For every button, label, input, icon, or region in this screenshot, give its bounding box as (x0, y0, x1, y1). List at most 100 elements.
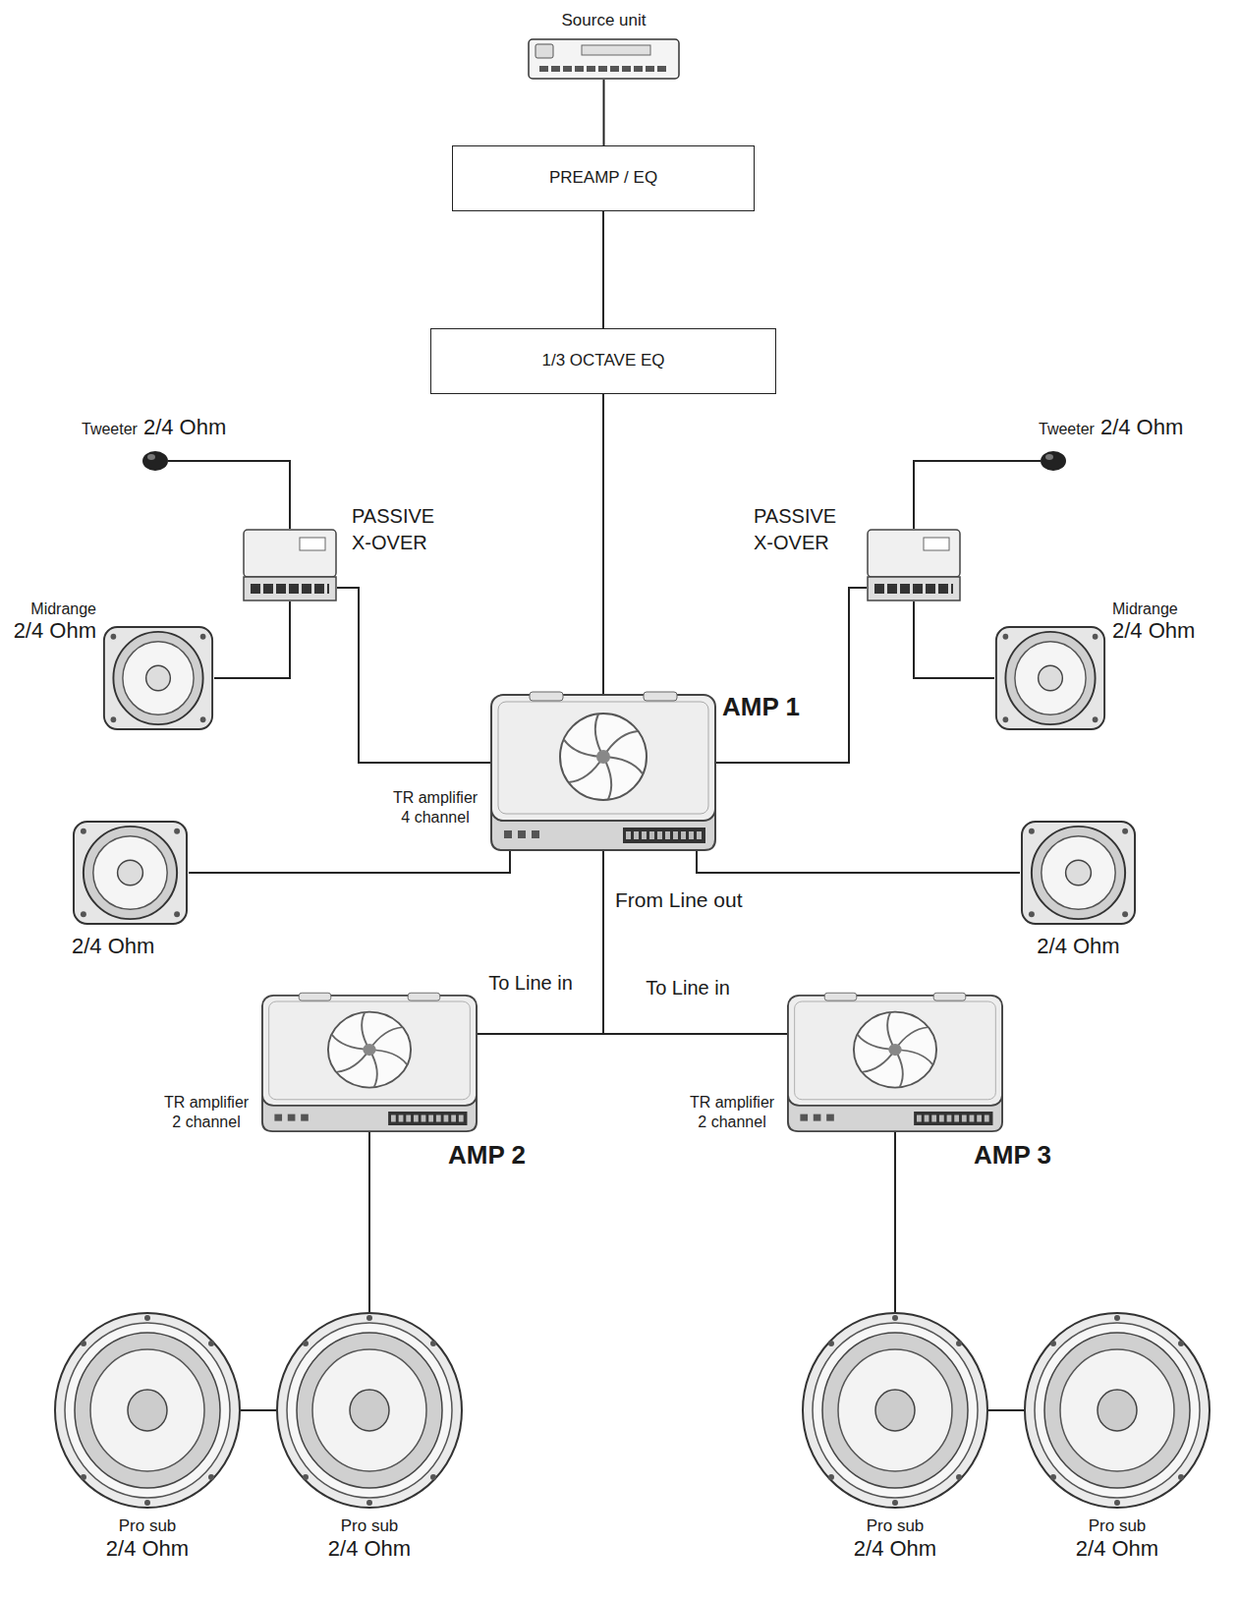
label-group: Pro sub2/4 Ohm (853, 1516, 937, 1563)
wire-connector (696, 850, 1020, 873)
label-group: TR amplifier 2 channel (159, 1092, 254, 1132)
node-label: 2/4 Ohm (853, 1535, 937, 1562)
label-group: PASSIVE X-OVER (753, 503, 852, 557)
node-label: Tweeter (1038, 419, 1095, 439)
node-label: 1/3 OCTAVE EQ (541, 350, 665, 371)
signal-label: From Line out (615, 887, 743, 912)
node-label: AMP 3 (973, 1139, 1052, 1170)
node-label: AMP 2 (448, 1139, 526, 1170)
tweeter-highlight (1045, 453, 1054, 460)
subwoofer-art (55, 1312, 240, 1508)
crossover-art (243, 529, 337, 601)
tweeter-art (1040, 450, 1067, 471)
node-label: 2/4 Ohm (1100, 414, 1183, 441)
node-label: Pro sub (328, 1516, 411, 1536)
amplifier: TR amplifier 2 channelAMP 2 (261, 994, 478, 1132)
node-label: AMP 1 (722, 691, 800, 722)
node-label: Pro sub (1075, 1516, 1159, 1536)
label-group: Tweeter2/4 Ohm (1038, 414, 1183, 441)
node-label: Midrange (1112, 599, 1195, 619)
label-group: TR amplifier 2 channel (684, 1092, 780, 1132)
wire-connector (988, 1408, 1024, 1411)
subwoofer-art (802, 1312, 988, 1508)
wire-connector (894, 1131, 897, 1312)
node-label: 2/4 Ohm (328, 1535, 411, 1562)
tweeter: Tweeter2/4 Ohm (142, 450, 169, 472)
node-label: 2/4 Ohm (143, 414, 226, 441)
node-label: 2/4 Ohm (106, 1535, 189, 1562)
midrange-art (996, 626, 1105, 730)
label-group: Midrange2/4 Ohm (1112, 599, 1195, 645)
label-group: Tweeter2/4 Ohm (81, 414, 226, 441)
label-group: AMP 1 (722, 691, 800, 723)
node-label: Midrange (13, 599, 97, 619)
source-unit-art (528, 39, 679, 79)
amplifier-art (491, 691, 716, 850)
node-label: TR amplifier 2 channel (684, 1092, 780, 1132)
amplifier: AMP 1TR amplifier 4 channel (490, 693, 717, 851)
label-group: PASSIVE X-OVER (351, 503, 451, 557)
wire-connector (603, 79, 606, 146)
subwoofer: Pro sub2/4 Ohm (276, 1311, 463, 1509)
node-label: TR amplifier 2 channel (159, 1092, 254, 1132)
node-label: 2/4 Ohm (13, 618, 97, 644)
node-label: Pro sub (853, 1516, 937, 1536)
label-group: Pro sub2/4 Ohm (328, 1516, 411, 1563)
node-label: TR amplifier 4 channel (388, 788, 483, 828)
process-box: PREAMP / EQ (451, 145, 755, 212)
label-group: Midrange2/4 Ohm (13, 599, 97, 645)
tweeter: Tweeter2/4 Ohm (1040, 450, 1067, 472)
crossover-art (867, 529, 960, 601)
wire-connector (913, 460, 1041, 529)
node-label: 2/4 Ohm (1075, 1535, 1159, 1562)
wire-connector (368, 1131, 371, 1312)
subwoofer: Pro sub2/4 Ohm (801, 1311, 989, 1509)
node-label: PASSIVE X-OVER (753, 503, 852, 557)
node-label: PREAMP / EQ (549, 168, 658, 188)
passive-crossover: PASSIVE X-OVER (242, 528, 338, 602)
amplifier-art (262, 992, 477, 1131)
wire-connector (603, 850, 788, 1034)
subwoofer: Pro sub2/4 Ohm (54, 1311, 241, 1509)
wire-connector (214, 601, 290, 678)
node-label: Pro sub (106, 1516, 189, 1536)
woofer-art (1021, 821, 1135, 924)
label-group: TR amplifier 4 channel (388, 788, 483, 828)
wire-connector (240, 1408, 277, 1411)
process-box: 1/3 OCTAVE EQ (430, 328, 777, 395)
wire-connector (188, 850, 510, 873)
node-label: 2/4 Ohm (1112, 618, 1195, 644)
label-group: AMP 2 (448, 1139, 526, 1171)
tweeter-art (142, 450, 169, 471)
node-label: 2/4 Ohm (71, 933, 155, 958)
edge-label: To Line in (485, 970, 576, 995)
subwoofer-art (1024, 1312, 1210, 1508)
label-group: 2/4 Ohm (71, 933, 155, 959)
amplifier-art (788, 992, 1003, 1131)
node-label: Source unit (562, 10, 647, 30)
midrange-art (104, 626, 213, 730)
wire-connector (716, 587, 867, 763)
label-group: Pro sub2/4 Ohm (1075, 1516, 1159, 1563)
midrange-speaker: Midrange2/4 Ohm (102, 624, 215, 732)
label-group: 2/4 Ohm (1036, 933, 1120, 959)
node-label: PASSIVE X-OVER (351, 503, 451, 557)
woofer-speaker: 2/4 Ohm (71, 819, 189, 926)
woofer-art (73, 821, 187, 924)
wire-connector (913, 601, 995, 678)
wire-connector (168, 460, 290, 529)
node-label: Tweeter (81, 419, 138, 439)
midrange-speaker: Midrange2/4 Ohm (994, 624, 1107, 732)
wire-connector (602, 394, 605, 694)
wire-connector (477, 850, 604, 1034)
subwoofer: Pro sub2/4 Ohm (1023, 1311, 1211, 1509)
tweeter-highlight (147, 453, 156, 460)
wire-connector (602, 211, 605, 329)
subwoofer-art (277, 1312, 462, 1508)
woofer-speaker: 2/4 Ohm (1019, 819, 1137, 926)
passive-crossover: PASSIVE X-OVER (866, 528, 961, 602)
